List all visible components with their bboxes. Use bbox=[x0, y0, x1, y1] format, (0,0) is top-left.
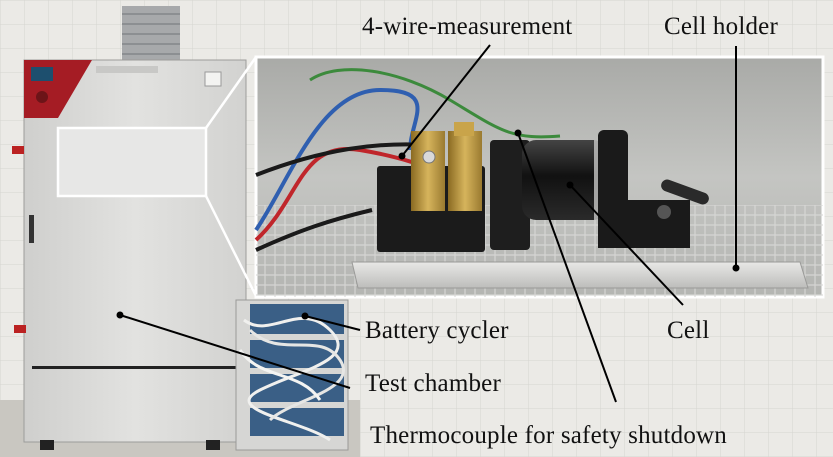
control-knob bbox=[36, 91, 48, 103]
leader-lines bbox=[119, 44, 737, 403]
door-handle bbox=[29, 215, 34, 243]
test-chamber bbox=[12, 59, 247, 450]
label-battery-cycler: Battery cycler bbox=[365, 317, 509, 344]
brass-terminal-right bbox=[448, 131, 482, 211]
label-four-wire-measurement: 4-wire-measurement bbox=[362, 13, 573, 40]
right-clamp-block bbox=[490, 140, 530, 250]
holder-base-plate bbox=[351, 261, 809, 289]
blue-cable bbox=[254, 87, 420, 232]
label-cell: Cell bbox=[667, 317, 710, 344]
ventilation-duct bbox=[122, 6, 180, 62]
battery-cycler-rack bbox=[235, 299, 349, 451]
zoom-connector bbox=[204, 56, 258, 297]
brass-terminal-left bbox=[411, 131, 445, 211]
clamp-lever bbox=[661, 179, 709, 205]
cylindrical-cell bbox=[522, 140, 608, 220]
leader-dots bbox=[116, 129, 740, 320]
control-display bbox=[31, 67, 53, 81]
green-cable bbox=[309, 68, 561, 139]
label-thermocouple: Thermocouple for safety shutdown bbox=[370, 422, 727, 449]
viewing-window-highlight bbox=[56, 126, 208, 198]
inset-photo bbox=[254, 55, 825, 299]
label-cell-holder: Cell holder bbox=[664, 13, 778, 40]
label-test-chamber: Test chamber bbox=[365, 370, 502, 397]
